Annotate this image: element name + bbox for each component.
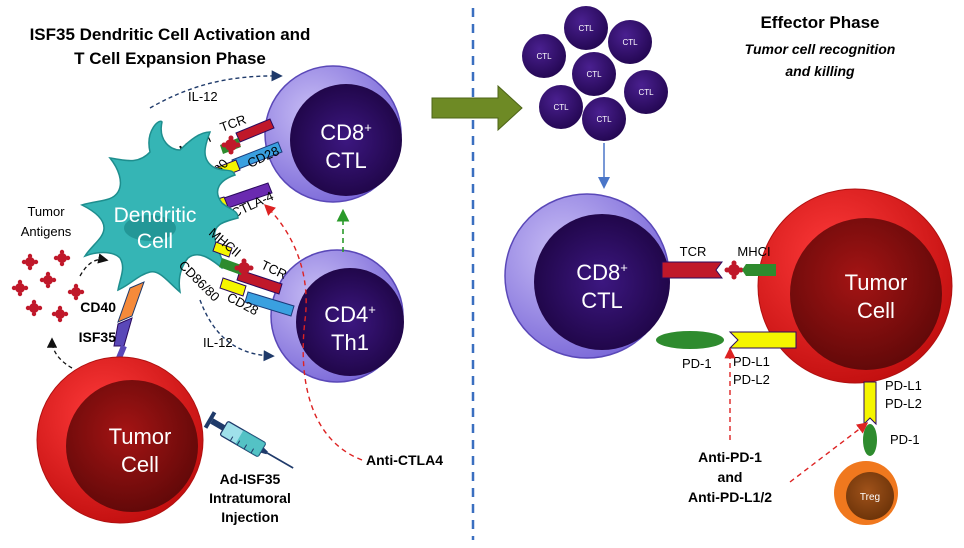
cd8-ctl-right-line1: CD8+ [576, 260, 628, 285]
tumor-cell-right [757, 188, 953, 384]
cd40-receptor [117, 281, 145, 323]
left-title-line2: T Cell Expansion Phase [74, 49, 266, 68]
tumor-left-line2: Cell [121, 452, 159, 477]
tumor-release-arrow [46, 337, 73, 369]
small-ctl-1: CTL [578, 24, 594, 33]
injection-line3: Injection [221, 509, 279, 525]
cd8-ctl-right-line2: CTL [581, 288, 623, 313]
il12-top-arrow [149, 70, 283, 109]
isf35-ligand [113, 317, 133, 347]
right-subtitle-line1: Tumor cell recognition [745, 41, 896, 57]
pd1-label-left: PD-1 [682, 356, 712, 371]
pdl2-label-left: PD-L2 [733, 372, 770, 387]
dendritic-nucleus [124, 215, 176, 241]
isf35-label: ISF35 [79, 329, 117, 345]
pdl1-label-left: PD-L1 [733, 354, 770, 369]
anti-pd1-line2: and [718, 469, 743, 485]
small-ctl-5: CTL [638, 88, 654, 97]
cd40-label: CD40 [80, 299, 116, 315]
tumor-cell-left [36, 356, 204, 524]
antigen-icon-right [724, 260, 744, 280]
cd8-ctl-left-line2: CTL [325, 148, 367, 173]
anti-pd1-line3: Anti-PD-L1/2 [688, 489, 772, 505]
tumor-left-line1: Tumor [109, 424, 172, 449]
pdl2-label-right: PD-L2 [885, 396, 922, 411]
cd8-ctl-left-line1: CD8+ [320, 120, 372, 145]
il12-bottom-arrow [199, 299, 275, 362]
right-subtitle-line2: and killing [785, 63, 855, 79]
antigen-icon-bottom [234, 258, 254, 278]
il12-bottom-label: IL-12 [203, 335, 233, 350]
treg-cell [834, 461, 898, 525]
pd1-label-right: PD-1 [890, 432, 920, 447]
mhci-receptor-right [742, 264, 776, 276]
tumor-antigens-label-line1: Tumor [27, 204, 65, 219]
pd1-receptor-right [863, 424, 877, 456]
pdl-receptor-right [863, 381, 877, 426]
pd1-receptor-left [656, 331, 724, 349]
dendritic-label-line2: Cell [137, 230, 173, 253]
small-ctl-7: CTL [596, 115, 612, 124]
cd4-th1-cell [270, 249, 404, 383]
ctl-cluster [522, 6, 668, 141]
injection-line1: Ad-ISF35 [220, 471, 281, 487]
cd8-ctl-cell-right [504, 193, 670, 359]
small-ctl-6: CTL [553, 103, 569, 112]
antigen-uptake-arrow [79, 253, 109, 277]
receptors-dc-cd4 [212, 241, 295, 317]
treg-label: Treg [860, 492, 880, 503]
cd8680-label-bottom: CD86/80 [176, 258, 223, 305]
tumor-antigens-label-line2: Antigens [21, 224, 72, 239]
mhci-label-right: MHCI [737, 244, 770, 259]
il12-top-label: IL-12 [188, 89, 218, 104]
pdl-receptor-left [728, 331, 797, 349]
small-ctl-3: CTL [622, 38, 638, 47]
pdl1-label-right: PD-L1 [885, 378, 922, 393]
tumor-right-line1: Tumor [845, 270, 908, 295]
antigen-icon-top [221, 135, 241, 155]
anti-pd1-line1: Anti-PD-1 [698, 449, 762, 465]
cd8-ctl-cell-left [264, 65, 402, 203]
right-title: Effector Phase [760, 13, 879, 32]
tcr-receptor-right [661, 261, 723, 279]
syringe-icon [203, 411, 294, 469]
anti-pd1-arrow-diag [789, 422, 869, 483]
dendritic-label-line1: Dendritic [114, 204, 197, 227]
cd4-th1-line2: Th1 [331, 330, 369, 355]
phase-transition-arrow [431, 84, 523, 132]
left-title-line1: ISF35 Dendritic Cell Activation and [30, 25, 311, 44]
tumor-right-line2: Cell [857, 298, 895, 323]
dendritic-cell-shape [80, 120, 239, 294]
anti-ctla4-label: Anti-CTLA4 [366, 452, 443, 468]
tumor-antigen-cluster [11, 249, 85, 323]
injection-line2: Intratumoral [209, 490, 291, 506]
anti-ctla4-line [263, 204, 363, 461]
small-ctl-4: CTL [586, 70, 602, 79]
small-ctl-2: CTL [536, 52, 552, 61]
cd4-th1-line1: CD4+ [324, 302, 376, 327]
tcr-label-right: TCR [680, 244, 707, 259]
